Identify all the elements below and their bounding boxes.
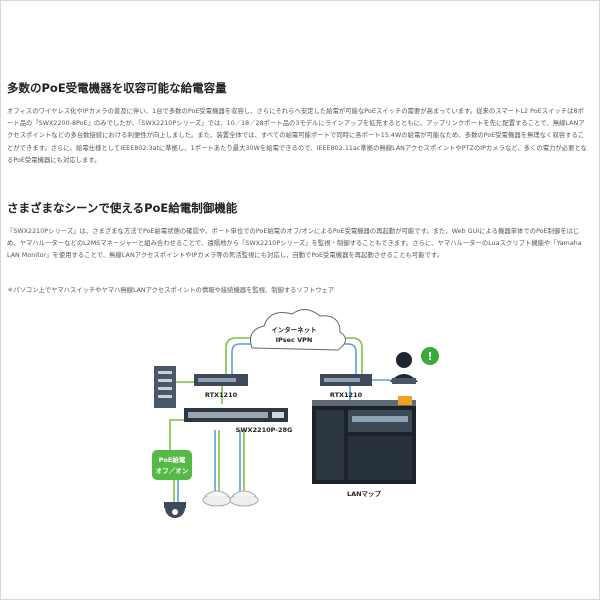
section-body: オフィスのワイヤレス化やIPカメラの普及に伴い、1台で多数のPoE受電機器を収容… (7, 108, 587, 164)
poe-badge-line1: PoE給電 (159, 455, 186, 464)
wires (169, 337, 392, 504)
section-heading: さまざまなシーンで使えるPoE給電制御機能 (7, 201, 238, 215)
poe-badge: PoE給電 オフ／オン (152, 450, 192, 480)
router-left-icon (194, 374, 248, 386)
footnote: ＊パソコン上でヤマハスイッチやヤマハ無線LANアクセスポイントの情報や接続機器を… (7, 287, 335, 294)
alert-icon: ! (421, 347, 439, 365)
router-left-label: RTX1210 (205, 391, 238, 399)
internet-cloud: インターネット IPsec VPN (250, 309, 346, 351)
lanmap-screen (312, 400, 416, 484)
section-heading: 多数のPoE受電機器を収容可能な給電容量 (7, 81, 227, 95)
section-poe-control: さまざまなシーンで使えるPoE給電制御機能 『SWX2210Pシリーズ』は、さま… (7, 200, 589, 263)
server-icon (154, 366, 176, 408)
access-point-icon (202, 490, 232, 507)
access-point-icon (229, 490, 259, 507)
switch-icon (184, 408, 288, 422)
folder-icon (398, 396, 412, 405)
network-diagram: インターネット IPsec VPN RTX1210 RTX1210 SWX221… (152, 309, 439, 518)
router-right-icon (320, 374, 372, 386)
alert-mark: ! (427, 350, 432, 363)
lanmap-label: LANマップ (347, 489, 382, 498)
section-body: 『SWX2210Pシリーズ』は、さまざまな方法でPoE給電状態の確認や、ポート単… (7, 228, 582, 260)
poe-badge-line2: オフ／オン (156, 467, 189, 475)
router-right-label: RTX1210 (330, 391, 363, 399)
operator-avatar (390, 352, 418, 384)
cloud-label-internet: インターネット (271, 325, 317, 334)
cloud-label-vpn: IPsec VPN (276, 336, 313, 344)
ip-camera-icon (164, 502, 186, 518)
section-poe-capacity: 多数のPoE受電機器を収容可能な給電容量 オフィスのワイヤレス化やIPカメラの普… (7, 80, 589, 167)
switch-label: SWX2210P-28G (236, 426, 293, 434)
